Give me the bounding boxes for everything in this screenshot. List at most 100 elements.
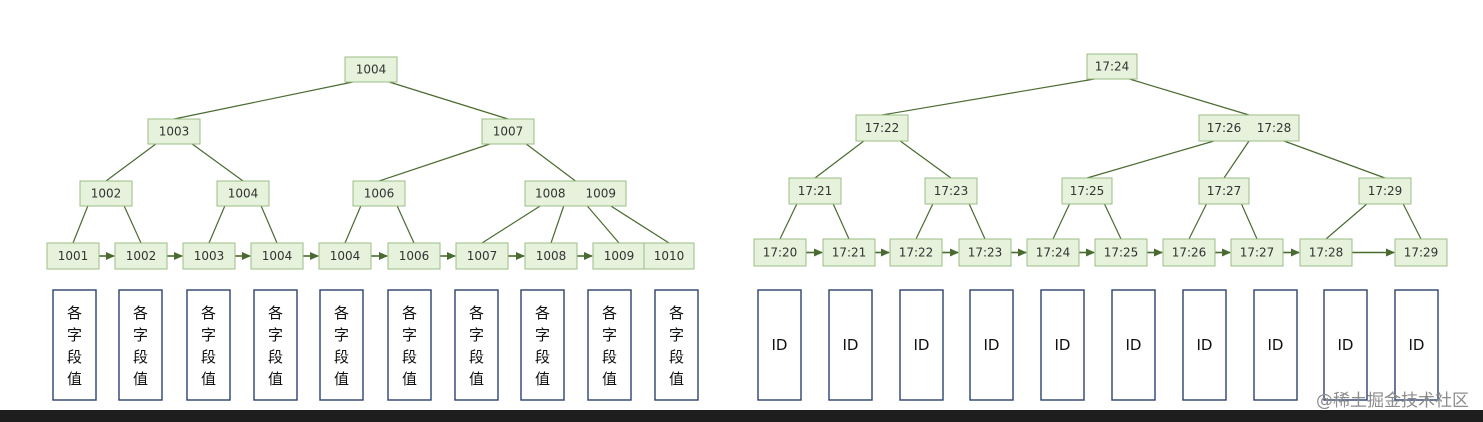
right-leaf-key: 17:21 [832, 246, 867, 260]
left-leaf-key: 1006 [399, 249, 430, 263]
left-leaf-node: 1001 [46, 242, 100, 270]
left-tree-leaf-edge [550, 205, 565, 244]
left-leaf-node: 1007 [455, 242, 509, 270]
left-tree-node-box [79, 180, 133, 207]
right-tree-node-box [788, 177, 842, 205]
right-tree-leaf-edge [968, 203, 986, 240]
right-tree-leaf-edge [832, 203, 850, 240]
left-tree-edge [525, 143, 576, 182]
right-tree-node-box [855, 114, 909, 142]
right-record-box: ID [1111, 289, 1156, 401]
left-record-frame [454, 289, 499, 401]
right-leaf-node-box [1026, 238, 1080, 267]
left-leaf-node-box [46, 242, 100, 270]
left-tree-edge [378, 143, 490, 182]
left-tree-node: 1004 [216, 180, 270, 207]
right-tree-node-key: 17:21 [798, 184, 833, 198]
left-tree-node-box [147, 118, 201, 145]
right-tree-node-box [1198, 177, 1250, 205]
right-tree-edge [881, 78, 1095, 116]
left-tree-leaf-edge [610, 205, 670, 244]
right-leaf-node: 17:21 [822, 238, 876, 267]
right-tree-node-key: 17:27 [1207, 184, 1242, 198]
left-tree-edge [173, 81, 353, 120]
left-tree-node-key: 1004 [228, 187, 259, 201]
right-tree-edge [1129, 78, 1250, 116]
right-record-box: ID [757, 289, 802, 401]
left-leaf-node-box [524, 242, 578, 270]
right-leaf-key: 17:29 [1404, 246, 1439, 260]
right-tree-node: 17:21 [788, 177, 842, 205]
right-record-label: ID [1268, 336, 1284, 354]
left-record-label: 各字段值 [67, 304, 82, 388]
right-record-frame [969, 289, 1014, 401]
left-leaf-node-box [182, 242, 236, 270]
left-tree-leaf-edge [481, 205, 541, 244]
left-leaf-node: 1006 [387, 242, 441, 270]
left-record-label: 各字段值 [133, 304, 148, 388]
left-leaf-node-box [643, 242, 695, 270]
right-tree-leaf-edge [1188, 203, 1208, 240]
right-leaf-node-box [1230, 238, 1284, 267]
left-leaf-node-box [250, 242, 304, 270]
right-tree-node-key: 17:29 [1368, 184, 1403, 198]
left-record-label: 各字段值 [334, 304, 349, 388]
right-record-frame [828, 289, 873, 401]
right-record-box: ID [1323, 289, 1368, 401]
right-leaf-key: 17:22 [899, 246, 934, 260]
left-record-box: 各字段值 [387, 289, 432, 401]
right-tree-node-key: 17:25 [1070, 184, 1105, 198]
right-record-label: ID [914, 336, 930, 354]
left-tree-edge [389, 81, 509, 120]
right-leaf-node: 17:24 [1026, 238, 1080, 267]
left-tree-node-key: 1009 [585, 187, 616, 201]
left-leaf-node: 1003 [182, 242, 236, 270]
left-record-box: 各字段值 [52, 289, 97, 401]
left-tree-node-key: 1003 [159, 125, 190, 139]
left-tree-node: 1004 [344, 56, 398, 83]
left-record-frame [587, 289, 632, 401]
left-leaf-node-box [318, 242, 372, 270]
right-tree-node-box [1061, 177, 1113, 205]
left-tree-node-key: 1004 [356, 63, 387, 77]
right-record-label: ID [1409, 336, 1425, 354]
left-leaf-key: 1002 [126, 249, 157, 263]
right-leaf-node-box [822, 238, 876, 267]
edges-layer [72, 78, 1422, 260]
left-record-frame [654, 289, 699, 401]
left-record-box: 各字段值 [654, 289, 699, 401]
left-tree-leaf-edge [123, 205, 142, 244]
left-record-box: 各字段值 [587, 289, 632, 401]
right-record-label: ID [843, 336, 859, 354]
left-tree-node-box [481, 118, 535, 145]
right-tree-node: 17:24 [1086, 53, 1138, 80]
right-record-box: ID [1253, 289, 1298, 401]
left-tree-node-box [352, 180, 406, 207]
right-tree-leaf-edge [779, 203, 798, 240]
right-tree-node-box [1086, 53, 1138, 80]
right-tree-node-box [924, 177, 978, 205]
right-leaf-node-box [958, 238, 1012, 267]
left-record-box: 各字段值 [520, 289, 565, 401]
left-leaf-node: 1009 [592, 242, 646, 270]
left-record-frame [319, 289, 364, 401]
left-tree-node-key: 1007 [493, 125, 524, 139]
left-tree-node-box [344, 56, 398, 83]
left-tree-leaf-edge [344, 205, 362, 244]
bottom-bar [0, 410, 1483, 422]
left-leaf-key: 1004 [330, 249, 361, 263]
right-tree-node: 17:27 [1198, 177, 1250, 205]
left-record-frame [186, 289, 231, 401]
left-tree-edge [191, 143, 244, 182]
left-leaf-node-box [114, 242, 168, 270]
left-tree-node-key: 1002 [91, 187, 122, 201]
left-record-label: 各字段值 [602, 304, 617, 388]
right-leaf-key: 17:25 [1104, 246, 1139, 260]
left-record-frame [118, 289, 163, 401]
left-record-label: 各字段值 [669, 304, 684, 388]
left-leaf-node-box [592, 242, 646, 270]
left-leaf-node: 1004 [250, 242, 304, 270]
right-tree-node-key: 17:24 [1095, 60, 1130, 74]
left-tree-leaf-edge [72, 205, 89, 244]
